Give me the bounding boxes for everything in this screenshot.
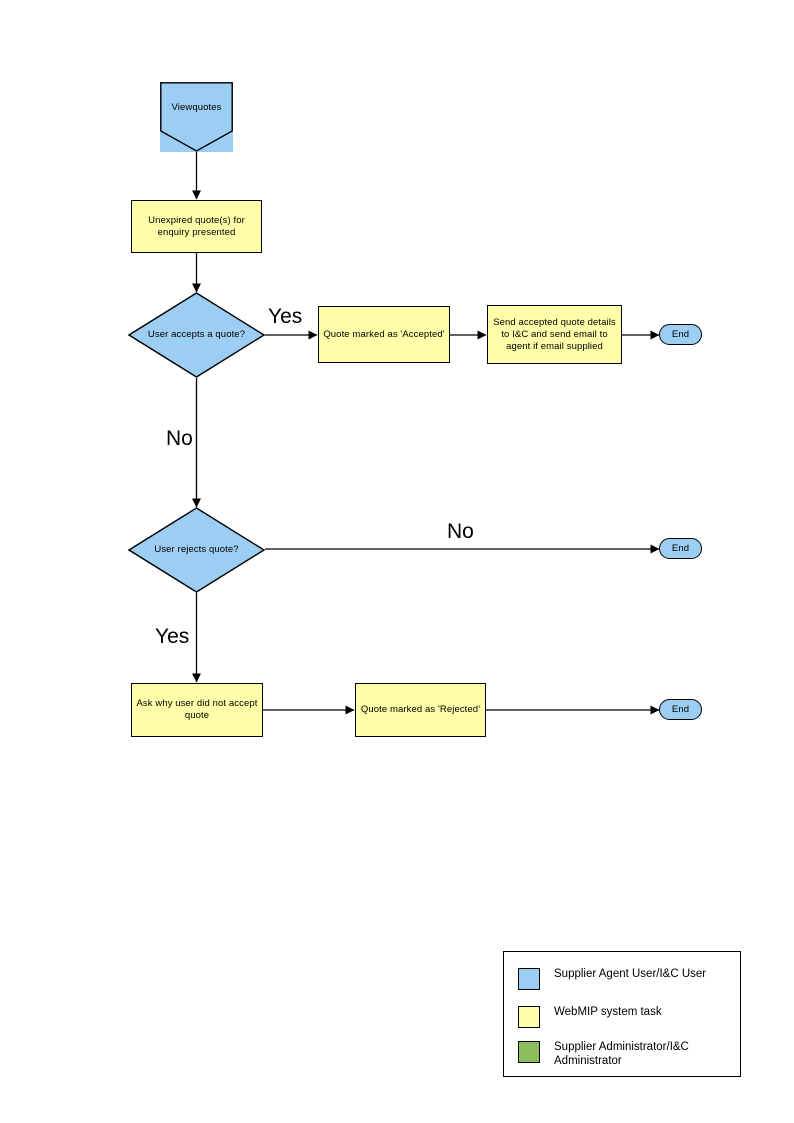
- node-decision-user-accepts[interactable]: User accepts a quote?: [128, 292, 265, 378]
- legend-swatch-supplier-administrator: [518, 1041, 540, 1063]
- diamond-shape: [128, 292, 265, 378]
- legend-swatch-webmip-system-task: [518, 1006, 540, 1028]
- legend-label-webmip-system-task: WebMIP system task: [554, 1006, 662, 1018]
- edge-label-rejects-yes: Yes: [155, 625, 190, 648]
- edge-label-accepts-no: No: [166, 427, 193, 450]
- node-end-1[interactable]: End: [659, 324, 702, 345]
- node-decision-user-rejects[interactable]: User rejects quote?: [128, 507, 265, 593]
- edge-label-accepts-yes: Yes: [268, 305, 303, 328]
- node-send-accepted-quote-details[interactable]: Send accepted quote details to I&C and s…: [487, 305, 622, 364]
- node-quote-marked-accepted[interactable]: Quote marked as 'Accepted': [318, 306, 450, 363]
- node-end-2-label: End: [671, 542, 690, 554]
- node-unexpired-quotes[interactable]: Unexpired quote(s) for enquiry presented: [131, 200, 262, 253]
- node-end-3-label: End: [671, 703, 690, 715]
- node-unexpired-quotes-label: Unexpired quote(s) for enquiry presented: [148, 214, 245, 238]
- node-send-accepted-quote-details-label: Send accepted quote details to I&C and s…: [493, 316, 616, 352]
- node-ask-why-not-accepted-label: Ask why user did not accept quote: [136, 698, 258, 721]
- node-end-3[interactable]: End: [659, 699, 702, 720]
- node-quote-marked-rejected-label: Quote marked as 'Rejected': [360, 704, 481, 715]
- legend-item: Supplier Administrator/I&C Administrator: [518, 1040, 740, 1068]
- legend-item: Supplier Agent User/I&C User: [518, 967, 706, 990]
- node-end-2[interactable]: End: [659, 538, 702, 559]
- node-end-1-label: End: [671, 328, 690, 340]
- node-quote-marked-accepted-label: Quote marked as 'Accepted': [323, 328, 445, 340]
- legend-item: WebMIP system task: [518, 1005, 662, 1028]
- node-quote-marked-rejected[interactable]: Quote marked as 'Rejected': [355, 683, 486, 737]
- legend-label-supplier-agent-user: Supplier Agent User/I&C User: [554, 968, 707, 980]
- legend-label-supplier-administrator: Supplier Administrator/I&C Administrator: [554, 1041, 689, 1067]
- node-start-label: Viewquotes: [171, 102, 222, 113]
- diamond-shape: [128, 507, 265, 593]
- edge-label-rejects-no: No: [447, 520, 474, 543]
- legend-swatch-supplier-agent-user: [518, 968, 540, 990]
- node-decision-user-rejects-label: User rejects quote?: [154, 544, 239, 555]
- node-start-viewquotes[interactable]: Viewquotes: [160, 82, 233, 152]
- node-decision-user-accepts-label: User accepts a quote?: [147, 329, 246, 340]
- pentagon-shape: [160, 82, 233, 152]
- legend-panel: Supplier Agent User/I&C User WebMIP syst…: [503, 951, 741, 1077]
- node-ask-why-not-accepted[interactable]: Ask why user did not accept quote: [131, 683, 263, 737]
